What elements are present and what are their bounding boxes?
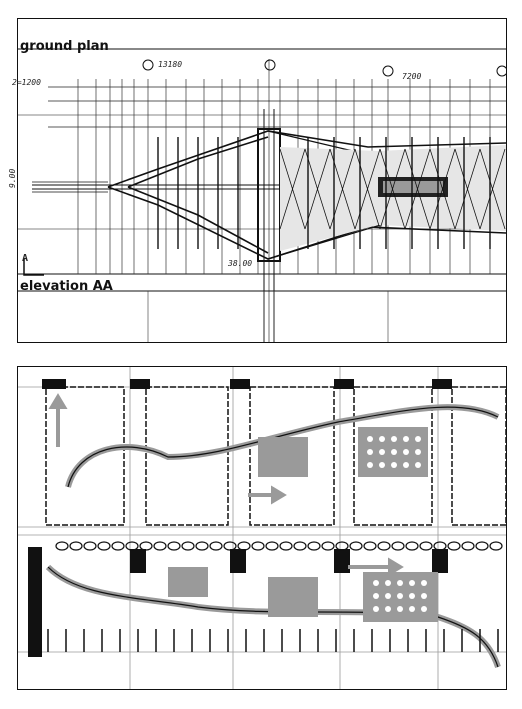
ground-plan-panel: [17, 18, 507, 343]
dimension-right-span: 7200: [402, 72, 422, 81]
ground-plan-title: ground plan: [20, 39, 109, 54]
plan-sketch-drawing: [18, 367, 506, 689]
dimension-bottom: 38.00: [228, 259, 253, 268]
dimension-side: 9.00: [8, 168, 17, 188]
plan-sketch-panel: [17, 366, 507, 690]
ground-plan-drawing: [18, 48, 506, 342]
section-mark-a: A: [22, 253, 29, 264]
dimension-overall: 13180: [158, 60, 183, 69]
elevation-title: elevation AA: [20, 279, 113, 294]
dimension-scale: 2=1200: [12, 78, 41, 87]
